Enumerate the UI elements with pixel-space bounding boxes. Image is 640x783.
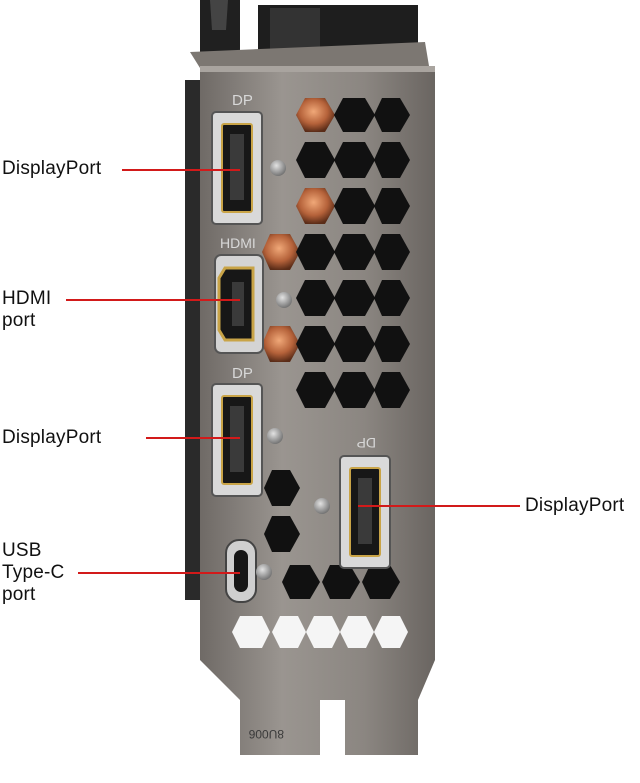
- usb-type-c-port: [225, 539, 257, 603]
- screw-4: [314, 498, 330, 514]
- displayport-top: [211, 111, 263, 225]
- callout-hdmi-port: HDMI port: [2, 288, 52, 331]
- bracket-label-hdmi: HDMI: [220, 235, 256, 251]
- displayport-right: [339, 455, 391, 569]
- screw-3: [267, 428, 283, 444]
- displayport-middle: [211, 383, 263, 497]
- callout-usb-type-c-port: USB Type-C port: [2, 540, 65, 605]
- screw-5: [256, 564, 272, 580]
- callout-displayport-middle: DisplayPort: [2, 427, 102, 448]
- bracket-label-dp-right: DP: [357, 435, 376, 451]
- screw-1: [270, 160, 286, 176]
- leader-lines: [66, 169, 520, 574]
- hdmi-port: [214, 254, 264, 354]
- bracket-label-dp-mid: DP: [232, 365, 253, 382]
- bracket-bottom-code: 8U006: [248, 727, 284, 741]
- bracket-label-dp-top: DP: [232, 92, 253, 109]
- bracket-top-tab: [190, 42, 430, 72]
- callout-displayport-right: DisplayPort: [525, 495, 625, 516]
- callout-displayport-top: DisplayPort: [2, 158, 102, 179]
- vent-holes: [262, 98, 410, 599]
- bottom-vent-holes: [232, 616, 408, 648]
- screw-2: [276, 292, 292, 308]
